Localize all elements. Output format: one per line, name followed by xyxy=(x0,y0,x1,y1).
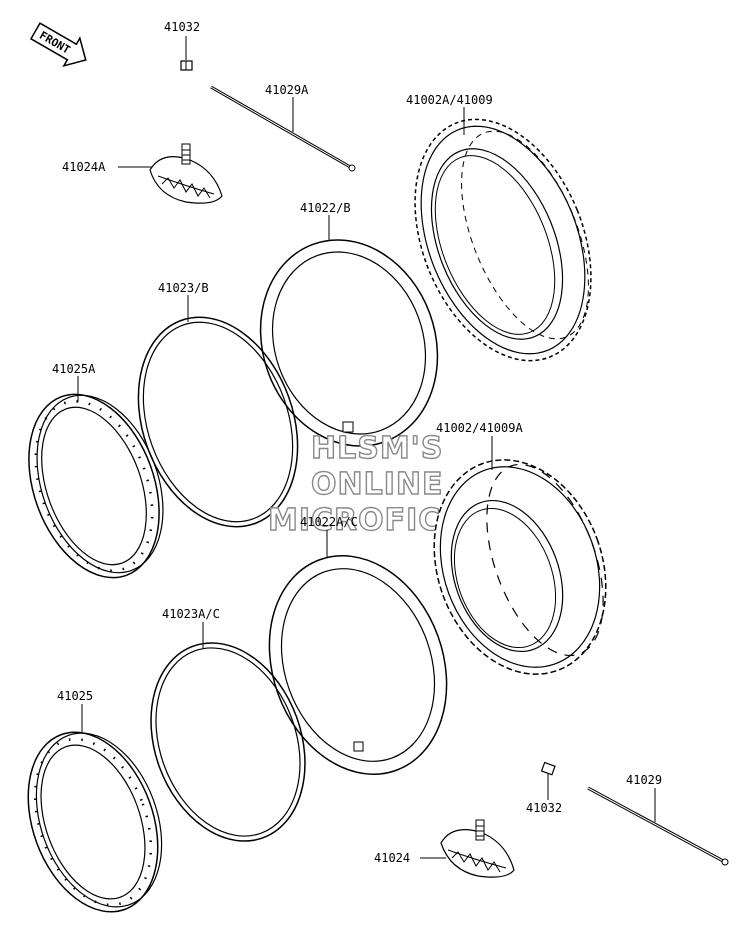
watermark-line-1: HLSM'S xyxy=(311,431,443,466)
inner-tube-bottom-icon xyxy=(268,555,448,775)
rim-bottom-icon xyxy=(27,731,163,913)
inner-tube-top-icon xyxy=(259,239,439,447)
valve-core-bottom-icon xyxy=(540,761,556,776)
label-41025A: 41025A xyxy=(52,362,96,376)
label-41024A: 41024A xyxy=(62,160,106,174)
label-41022-B: 41022/B xyxy=(300,201,351,215)
valve-core-top-icon xyxy=(180,60,193,71)
rear-tire-top-icon xyxy=(414,118,592,362)
front-arrow-icon: FRONT xyxy=(29,22,87,68)
spoke-bottom-icon xyxy=(587,786,729,866)
rim-lock-bottom-icon xyxy=(440,819,515,878)
rim-band-bottom-icon xyxy=(150,642,306,842)
rim-top-icon xyxy=(28,393,164,579)
watermark-line-2: ONLINE xyxy=(311,467,444,502)
label-41023A-C: 41023A/C xyxy=(162,607,220,621)
label-41025: 41025 xyxy=(57,689,93,703)
label-41032-bottom: 41032 xyxy=(526,801,562,815)
label-41024: 41024 xyxy=(374,851,410,865)
label-41022A-C: 41022A/C xyxy=(300,515,358,529)
spoke-top-icon xyxy=(210,85,356,172)
front-tire-middle-icon xyxy=(433,459,607,675)
label-41002-41009A: 41002/41009A xyxy=(436,421,523,435)
label-41032-top: 41032 xyxy=(164,20,200,34)
label-41023-B: 41023/B xyxy=(158,281,209,295)
label-41029A: 41029A xyxy=(265,83,309,97)
rim-lock-top-icon xyxy=(149,143,223,204)
label-41002A-41009: 41002A/41009 xyxy=(406,93,493,107)
label-41029: 41029 xyxy=(626,773,662,787)
